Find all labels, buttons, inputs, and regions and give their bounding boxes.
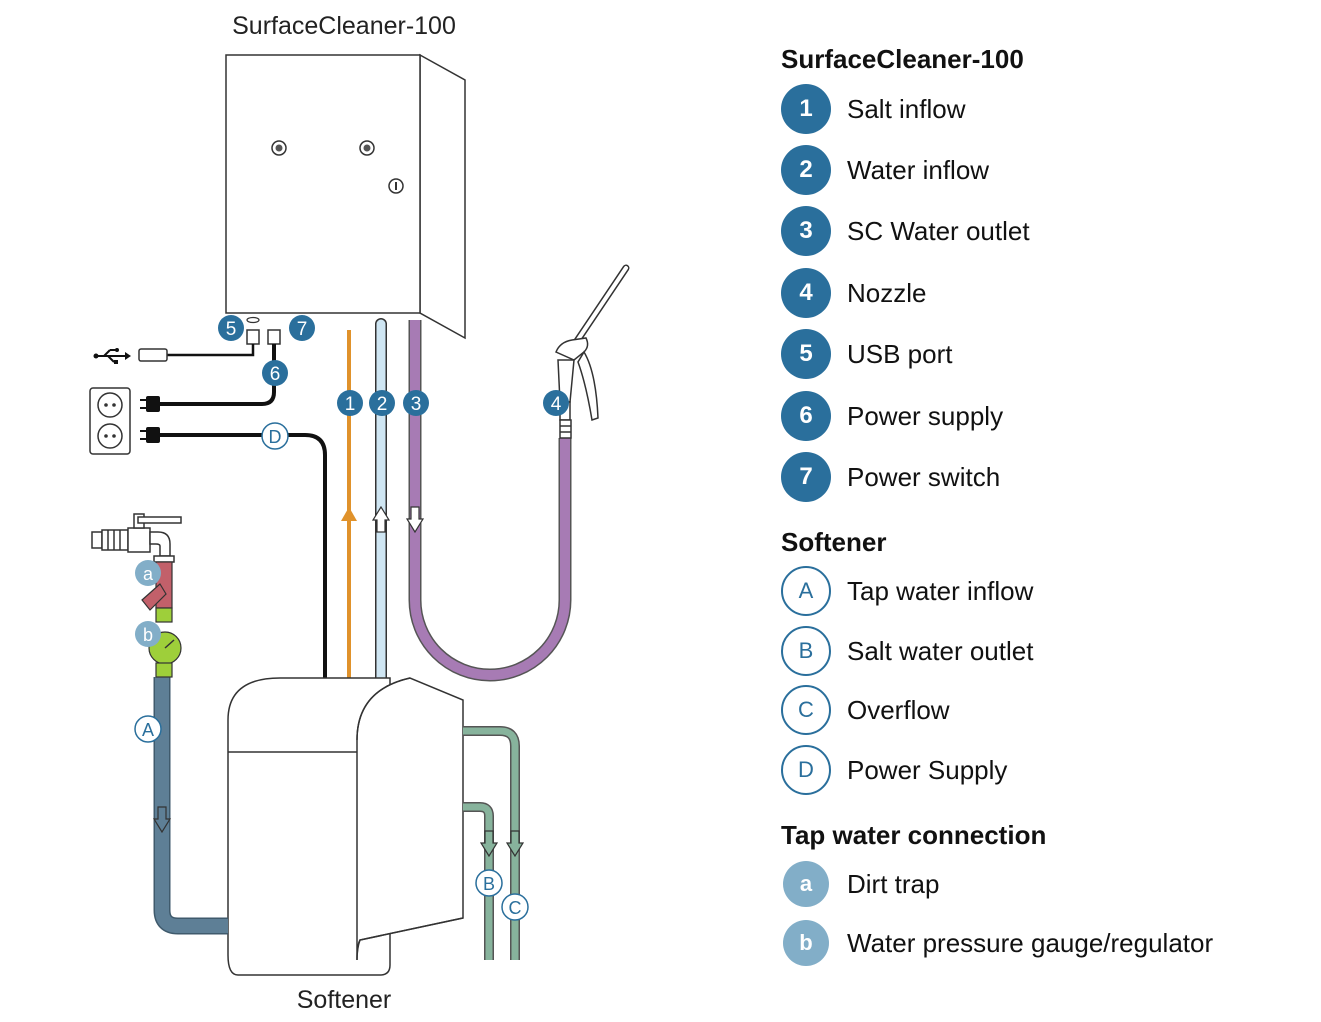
svg-text:7: 7 (297, 319, 308, 340)
legend-badge: 4 (781, 268, 831, 318)
legend-label: Power switch (847, 461, 1001, 492)
marker-7: 7 (289, 315, 315, 341)
usb-icon (93, 348, 131, 364)
legend-item: A Tap water inflow (781, 566, 1033, 616)
surfacecleaner-title: SurfaceCleaner-100 (232, 12, 456, 40)
legend-item: 7 Power switch (781, 452, 1000, 502)
legend-label: Power supply (847, 400, 1004, 431)
marker-a: a (135, 560, 161, 586)
legend-badge: 3 (781, 206, 831, 256)
salt-water-outlet-pipe (463, 802, 499, 960)
tap-faucet-icon (91, 513, 182, 563)
marker-b: b (135, 621, 161, 647)
water-inflow-line (371, 318, 391, 686)
legend-label: SC Water outlet (847, 215, 1030, 246)
svg-text:a: a (143, 564, 154, 584)
legend-label: Water pressure gauge/regulator (847, 927, 1214, 958)
legend-label: Tap water inflow (847, 575, 1034, 606)
legend-label: Water inflow (847, 154, 990, 185)
marker-A: A (134, 715, 162, 743)
legend-item: 3 SC Water outlet (781, 206, 1030, 256)
legend-item: 2 Water inflow (781, 145, 989, 195)
legend-item: D Power Supply (781, 745, 1007, 795)
legend-label: Nozzle (847, 277, 927, 308)
legend-item: b Water pressure gauge/regulator (781, 918, 1213, 968)
legend-badge: 1 (781, 84, 831, 134)
marker-2: 2 (369, 390, 395, 416)
salt-inflow-line (341, 330, 357, 680)
legend-badge: a (783, 861, 829, 907)
usb-cable (93, 344, 255, 364)
legend-badge: A (781, 566, 831, 616)
marker-1: 1 (337, 390, 363, 416)
legend-badge: 5 (781, 329, 831, 379)
softener-body (227, 677, 464, 976)
legend-item: 5 USB port (781, 329, 953, 379)
cabinet-connectors (246, 316, 281, 345)
legend-label: Power Supply (847, 754, 1008, 785)
legend-section-tap-water-title: Tap water connection (781, 820, 1047, 850)
power-cable-surfacecleaner (140, 344, 276, 412)
overflow-pipe (463, 726, 525, 960)
marker-3: 3 (403, 390, 429, 416)
legend-item: C Overflow (781, 685, 950, 735)
svg-text:D: D (269, 427, 282, 447)
legend-label: Salt inflow (847, 93, 966, 124)
legend-badge: B (781, 626, 831, 676)
softener-title: Softener (297, 986, 392, 1014)
legend-badge: 7 (781, 452, 831, 502)
marker-B: B (475, 869, 503, 897)
legend-label: Dirt trap (847, 868, 940, 899)
marker-5: 5 (218, 315, 244, 341)
legend-section-surfacecleaner-title: SurfaceCleaner-100 (781, 44, 1024, 74)
marker-D: D (261, 422, 289, 450)
svg-text:4: 4 (551, 394, 562, 415)
svg-text:A: A (142, 720, 154, 740)
legend-label: Salt water outlet (847, 635, 1034, 666)
legend-badge: b (783, 920, 829, 966)
power-cable-softener (140, 427, 327, 680)
svg-text:B: B (483, 874, 495, 894)
svg-text:3: 3 (411, 394, 422, 415)
marker-6: 6 (262, 360, 288, 386)
legend-badge: 6 (781, 391, 831, 441)
svg-text:5: 5 (226, 319, 237, 340)
svg-text:1: 1 (345, 394, 356, 415)
svg-text:6: 6 (270, 364, 281, 385)
marker-C: C (501, 893, 529, 921)
outlet-hose (405, 320, 572, 682)
legend-badge: 2 (781, 145, 831, 195)
legend-item: 1 Salt inflow (781, 84, 966, 134)
spray-nozzle-icon (555, 264, 630, 439)
legend-label: Overflow (847, 694, 950, 725)
legend-item: 6 Power supply (781, 391, 1003, 441)
svg-text:2: 2 (377, 394, 388, 415)
legend-item: B Salt water outlet (781, 626, 1033, 676)
legend-section-softener-title: Softener (781, 527, 887, 557)
svg-text:C: C (509, 898, 522, 918)
marker-4: 4 (543, 390, 569, 416)
legend-label: USB port (847, 338, 953, 369)
legend-item: 4 Nozzle (781, 268, 926, 318)
installation-diagram: SurfaceCleaner-100 Softener (89, 12, 630, 1014)
legend-badge: D (781, 745, 831, 795)
legend-item: a Dirt trap (781, 859, 939, 909)
wall-socket (89, 387, 131, 455)
surfacecleaner-cabinet (225, 53, 466, 340)
svg-text:b: b (143, 625, 153, 645)
tap-water-pipe (152, 677, 228, 935)
legend-badge: C (781, 685, 831, 735)
